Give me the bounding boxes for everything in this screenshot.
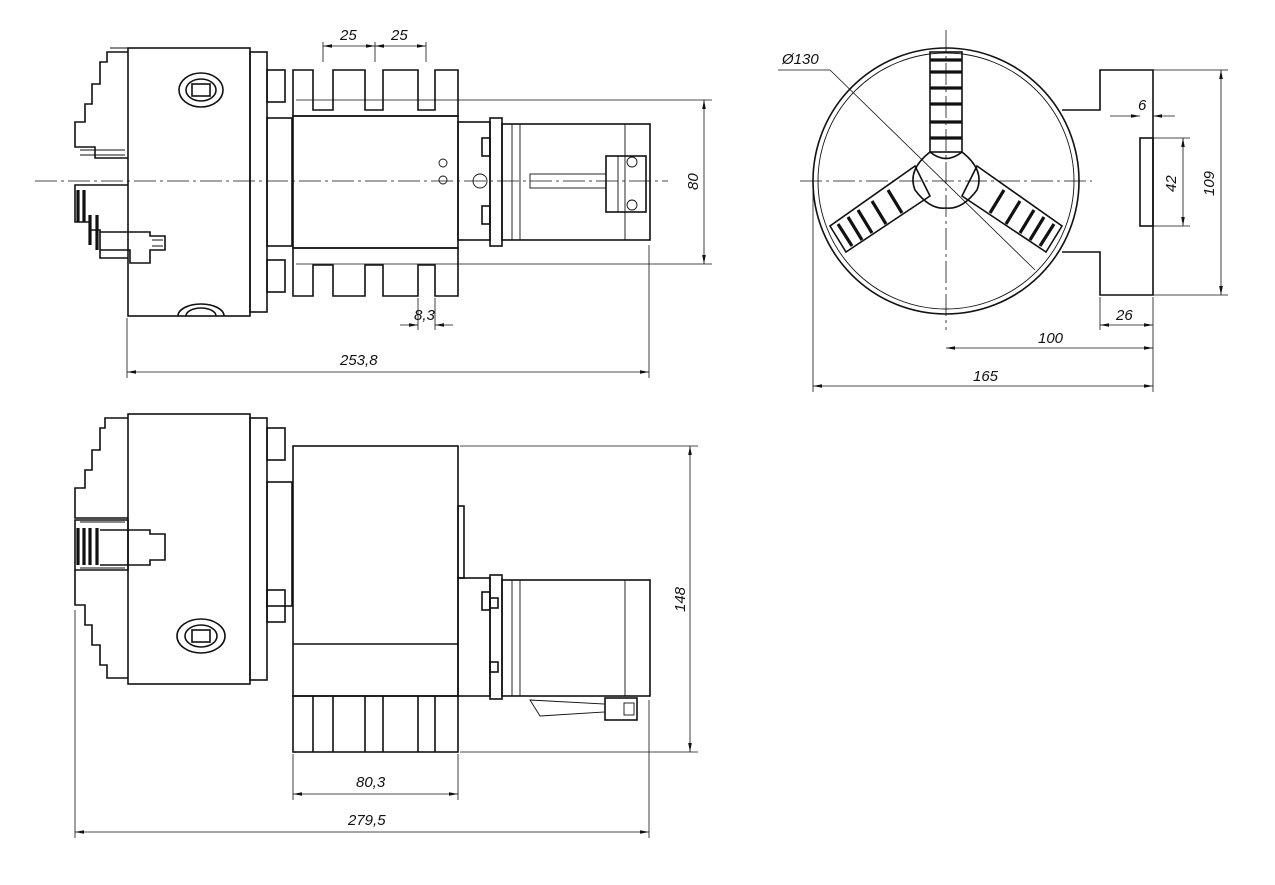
dim-top-length: 253,8: [126, 245, 650, 378]
dim-side-height: 80: [296, 99, 712, 265]
dim-text-253-8: 253,8: [339, 352, 378, 369]
dim-text-8-3: 8,3: [414, 307, 436, 324]
dim-text-6: 6: [1138, 97, 1147, 114]
dim-slot-width: 8,3: [400, 298, 453, 330]
dim-text-109: 109: [1201, 170, 1218, 196]
dim-text-25a: 25: [339, 27, 357, 44]
side-view: 148 80,3 279,5: [74, 413, 698, 838]
front-view: Ø130 6 42 109 26 100: [778, 30, 1228, 392]
flange-key: [1139, 137, 1154, 227]
dim-text-148: 148: [672, 586, 689, 612]
dim-chuck-diameter: Ø130: [778, 51, 1036, 271]
dim-text-80: 80: [685, 173, 702, 190]
side-view-jaws: [74, 417, 166, 679]
top-view-jaws: [74, 51, 166, 264]
side-view-motor: [457, 574, 651, 721]
dim-face-26: 26: [1099, 297, 1153, 330]
dim-face-165: 165: [812, 190, 1153, 392]
dim-text-42: 42: [1163, 175, 1180, 192]
dim-text-d130: Ø130: [781, 51, 819, 68]
top-view-chuck-body: [110, 47, 293, 317]
dim-text-26: 26: [1115, 307, 1133, 324]
chuck-outer-circle: [812, 47, 1080, 315]
top-view-motor: [457, 117, 651, 247]
top-view: 25 25 8,3 253,8 80: [35, 27, 712, 378]
dim-side-148: 148: [460, 445, 698, 753]
dim-text-100: 100: [1038, 330, 1064, 347]
dim-face-109: 109: [1153, 69, 1228, 296]
dim-text-80-3: 80,3: [356, 774, 386, 791]
side-view-chuck-body: [127, 413, 293, 685]
chuck-inner-circle: [817, 52, 1075, 310]
dim-text-165: 165: [973, 368, 999, 385]
dim-face-42: 42: [1153, 137, 1190, 227]
dim-base-80-3: 80,3: [292, 754, 459, 800]
front-view-jaws: [828, 51, 1064, 254]
dim-text-279-5: 279,5: [347, 812, 386, 829]
dim-slot-pitch: 25 25: [322, 27, 427, 62]
dim-face-100: 100: [946, 297, 1154, 392]
dim-face-6: 6: [1110, 97, 1175, 118]
dim-total-279-5: 279,5: [74, 610, 650, 838]
dim-text-25b: 25: [390, 27, 408, 44]
side-view-housing: [292, 445, 465, 753]
